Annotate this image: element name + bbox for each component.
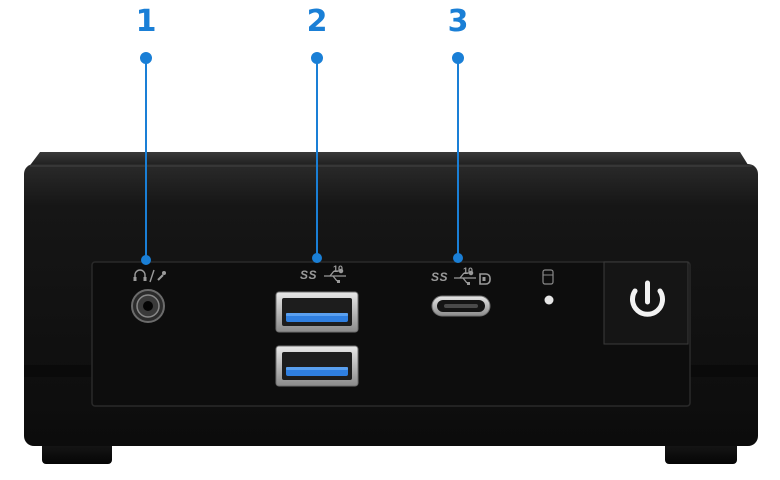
callout-number-2: 2 xyxy=(306,4,328,39)
usb-c-port xyxy=(431,295,491,317)
headphone-mic-icon xyxy=(133,269,166,283)
usb-trident-icon-c xyxy=(454,270,476,285)
front-panel xyxy=(91,261,691,407)
displayport-icon xyxy=(479,273,491,285)
usb-a-port-top xyxy=(275,291,359,333)
usb-a-speed-label: SS xyxy=(300,268,318,282)
usb-a-speed-number: 10 xyxy=(333,264,344,274)
usb-c-speed-number: 10 xyxy=(463,266,474,276)
power-icon xyxy=(630,280,665,317)
callout-lines xyxy=(140,52,464,265)
callout-number-3: 3 xyxy=(447,4,469,39)
storage-led xyxy=(542,269,554,305)
usb-trident-icon-a xyxy=(324,268,346,283)
usb-c-speed-label: SS xyxy=(431,270,449,284)
callout-number-1: 1 xyxy=(135,4,157,39)
usb-a-port-bottom xyxy=(275,345,359,387)
audio-jack xyxy=(131,289,165,323)
